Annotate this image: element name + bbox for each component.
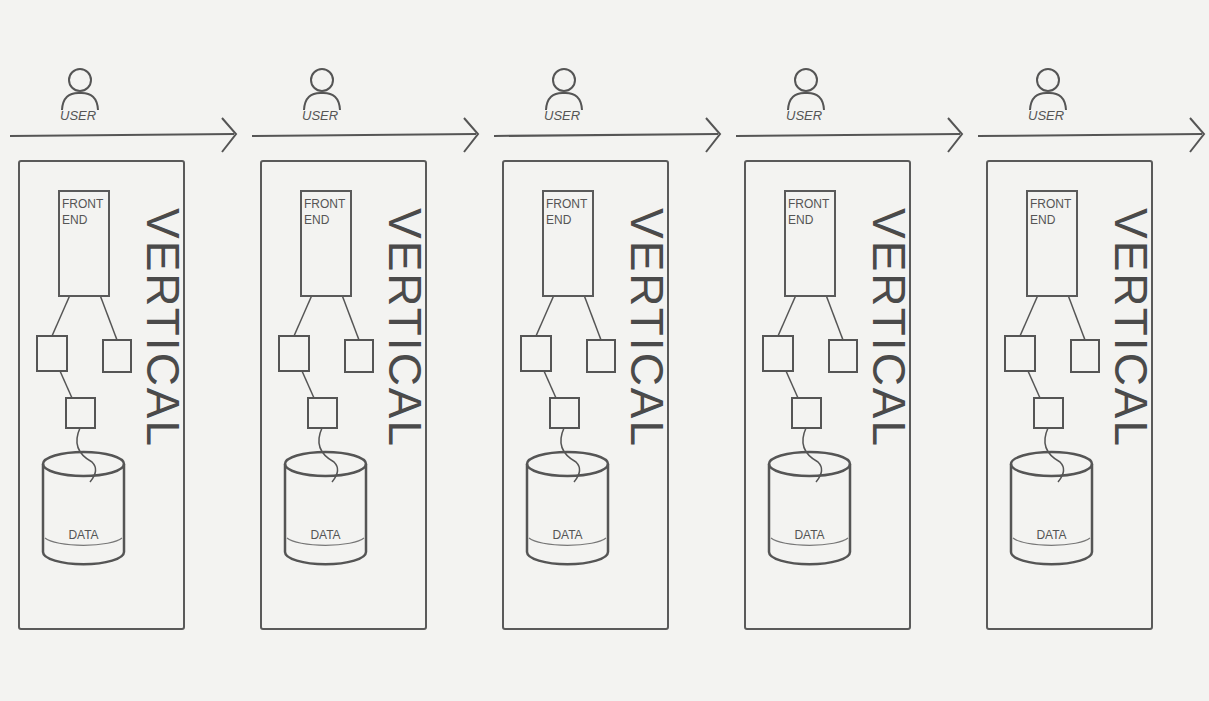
cylinder-outline — [282, 448, 369, 567]
vertical-label: VERTICAL — [624, 208, 670, 448]
user-label: USER — [60, 108, 96, 123]
data-label: DATA — [524, 528, 611, 542]
frontend-box: FRONT END — [784, 190, 836, 297]
data-label: DATA — [766, 528, 853, 542]
data-label: DATA — [1008, 528, 1095, 542]
data-cylinder: DATA — [40, 448, 127, 567]
sketch-column — [736, 69, 962, 482]
frontend-label: FRONT END — [62, 196, 106, 228]
vertical-box: VERTICAL FRONT END DATA — [18, 160, 185, 630]
cylinder-outline — [40, 448, 127, 567]
frontend-label: FRONT END — [788, 196, 832, 228]
frontend-box: FRONT END — [58, 190, 110, 297]
data-cylinder: DATA — [282, 448, 369, 567]
data-cylinder: DATA — [1008, 448, 1095, 567]
data-label: DATA — [282, 528, 369, 542]
data-cylinder: DATA — [766, 448, 853, 567]
sketch-column — [494, 69, 720, 482]
sketch-column — [978, 69, 1204, 482]
data-label: DATA — [40, 528, 127, 542]
vertical-box: VERTICAL FRONT END DATA — [260, 160, 427, 630]
frontend-box: FRONT END — [542, 190, 594, 297]
frontend-label: FRONT END — [1030, 196, 1074, 228]
sketch-column — [10, 69, 236, 482]
vertical-label: VERTICAL — [1108, 208, 1154, 448]
sketch-column — [252, 69, 478, 482]
frontend-box: FRONT END — [1026, 190, 1078, 297]
user-label: USER — [1028, 108, 1064, 123]
vertical-label: VERTICAL — [382, 208, 428, 448]
cylinder-outline — [766, 448, 853, 567]
data-cylinder: DATA — [524, 448, 611, 567]
vertical-box: VERTICAL FRONT END DATA — [986, 160, 1153, 630]
vertical-box: VERTICAL FRONT END DATA — [744, 160, 911, 630]
user-label: USER — [786, 108, 822, 123]
user-label: USER — [302, 108, 338, 123]
vertical-box: VERTICAL FRONT END DATA — [502, 160, 669, 630]
user-label: USER — [544, 108, 580, 123]
frontend-box: FRONT END — [300, 190, 352, 297]
frontend-label: FRONT END — [546, 196, 590, 228]
cylinder-outline — [524, 448, 611, 567]
frontend-label: FRONT END — [304, 196, 348, 228]
vertical-label: VERTICAL — [140, 208, 186, 448]
vertical-label: VERTICAL — [866, 208, 912, 448]
cylinder-outline — [1008, 448, 1095, 567]
